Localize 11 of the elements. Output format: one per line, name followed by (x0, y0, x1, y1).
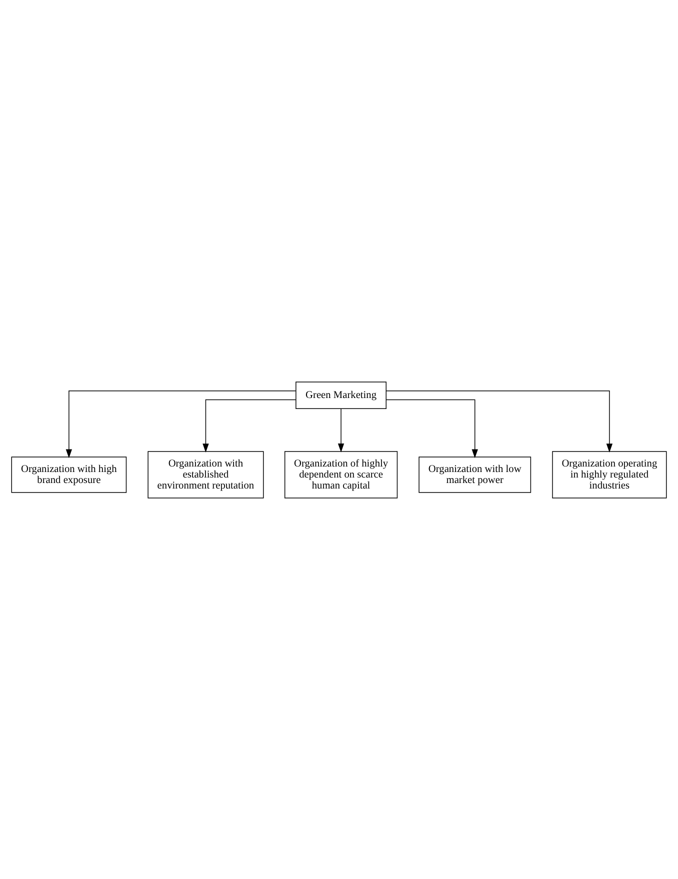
node-box: Organization with established environment reputation (148, 450, 264, 498)
arrow (386, 398, 478, 458)
node-box: Green Marketing (296, 381, 386, 408)
arrow (386, 390, 613, 452)
node-box: Organization with low market power (418, 456, 532, 492)
arrow (202, 398, 296, 452)
node-box: Organization with high brand exposure (11, 456, 127, 492)
arrow (66, 390, 296, 458)
arrow (338, 408, 344, 452)
node-box: Organization of highly dependent on scarce human capital (284, 450, 398, 498)
node-box: Organization operating in highly regulated industries (552, 450, 667, 498)
